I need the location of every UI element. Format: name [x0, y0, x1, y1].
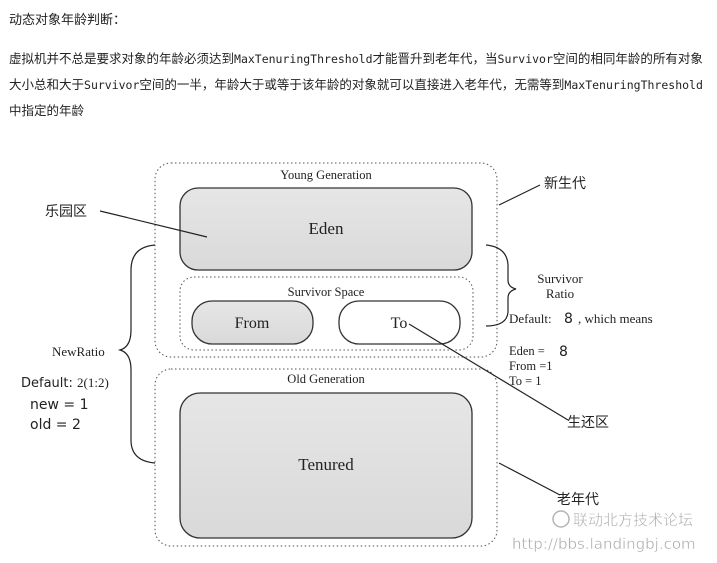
which-means-text: , which means: [578, 311, 653, 326]
survivor-cn-label: 生还区: [567, 415, 609, 431]
young-cn-label: 新生代: [544, 176, 586, 192]
watermark: 联动北方技术论坛 http://bbs.landingbj.com: [512, 510, 696, 553]
survivor-space-title: Survivor Space: [288, 285, 365, 299]
eden-equals-value: 8: [559, 344, 568, 360]
para-text-1: 虚拟机并不总是要求对象的年龄必须达到: [9, 51, 235, 66]
code-survivor-1: Survivor: [497, 52, 553, 66]
para-text-2: 才能晋升到老年代，当: [372, 51, 498, 66]
watermark-line2: http://bbs.landingbj.com: [512, 535, 696, 553]
survivor-ratio-brace: [485, 244, 517, 327]
young-generation-region: [154, 162, 498, 358]
from-box: [191, 300, 314, 345]
survivor-default-value: 8: [564, 311, 573, 327]
survivor-default-label: Default:: [509, 311, 552, 326]
newratio-default-value: 2(1:2): [77, 375, 109, 390]
code-max-tenuring-threshold-2: MaxTenuringThreshold: [564, 78, 703, 92]
old-cn-label: 老年代: [557, 492, 599, 508]
tenured-box: [179, 392, 473, 539]
watermark-logo-icon: [552, 510, 570, 528]
eden-cn-label: 乐园区: [45, 204, 87, 220]
eden-label: Eden: [309, 219, 344, 238]
survivor-ratio-line2: Ratio: [546, 286, 574, 301]
to-box: [338, 300, 461, 345]
survivor-ratio-line1: Survivor: [537, 271, 583, 286]
code-max-tenuring-threshold-1: MaxTenuringThreshold: [234, 52, 373, 66]
newratio-label: NewRatio: [52, 344, 105, 359]
to-equals-text: To = 1: [509, 374, 542, 388]
young-pointer-line: [498, 184, 541, 206]
old-generation-region: [154, 368, 498, 547]
survivor-pointer-line: [408, 323, 569, 421]
to-label: To: [391, 315, 408, 332]
old-generation-title: Old Generation: [287, 372, 365, 386]
survivor-space-region: [179, 276, 474, 351]
para-text-5: 中指定的年龄: [9, 103, 85, 118]
from-label: From: [235, 315, 270, 332]
para-text-4: 空间的一半，年龄大于或等于该年龄的对象就可以直接进入老年代，无需等到: [139, 77, 565, 92]
young-generation-title: Young Generation: [280, 168, 372, 182]
watermark-line1: 联动北方技术论坛: [573, 511, 693, 529]
explanation-paragraph: 虚拟机并不总是要求对象的年龄必须达到MaxTenuringThreshold才能…: [9, 46, 714, 124]
newratio-default-label: Default:: [21, 376, 73, 391]
old-pointer-line: [498, 462, 561, 496]
eden-equals-label: Eden =: [509, 344, 545, 358]
from-equals-text: From =1: [509, 359, 553, 373]
newratio-brace: [117, 244, 156, 464]
old-equals-text: old = 2: [30, 417, 81, 433]
para-text-3: 空间的相同年龄的所有对象大小总和大于: [9, 51, 703, 92]
tenured-label: Tenured: [298, 455, 354, 474]
section-heading: 动态对象年龄判断：: [9, 13, 127, 28]
new-equals-text: new = 1: [30, 397, 88, 413]
code-survivor-2: Survivor: [84, 78, 140, 92]
eden-pointer-line: [99, 210, 208, 238]
eden-box: [179, 187, 473, 271]
